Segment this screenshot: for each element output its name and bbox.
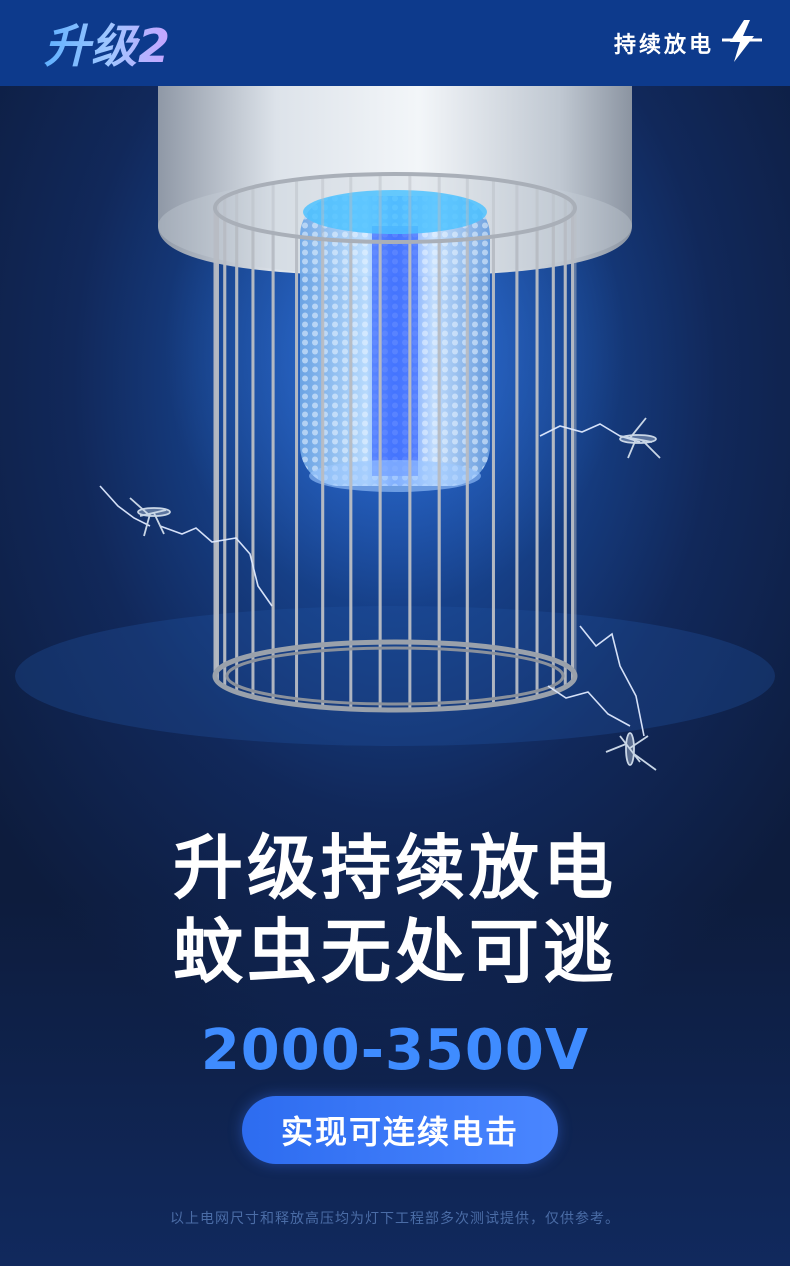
headline-line-2: 蚊虫无处可逃 [173,911,617,993]
bug-zapper-illustration [15,86,775,771]
disclaimer-footnote: 以上电网尺寸和释放高压均为灯下工程部多次测试提供，仅供参考。 [170,1211,620,1227]
upgrade-badge: 升级2 [44,10,171,76]
header-label: 持续放电 [613,33,714,58]
continuous-shock-pill: 实现可连续电击 [242,1096,558,1164]
voltage-range: 2000-3500V [200,1018,590,1083]
header-right: 持续放电 [614,18,762,68]
headline-line-1: 升级持续放电 [173,827,617,909]
lightning-bolt-icon [722,18,762,68]
header-bar: 升级2 持续放电 [0,0,790,86]
